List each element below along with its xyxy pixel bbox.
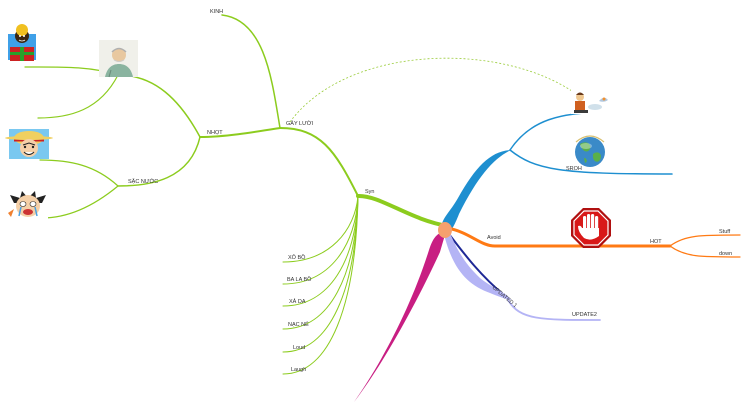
central-topic[interactable] [438,222,452,238]
label-nhot: NHỌT [207,130,223,136]
label-kinh: KINH [210,9,223,15]
branch-avoid[interactable] [445,226,672,248]
branch-gay-luoi[interactable] [279,127,359,197]
branch-kinh[interactable] [221,14,281,129]
label-down: down [719,251,732,257]
cook-icon[interactable] [571,90,611,114]
label-sroh: SROH [566,166,582,172]
label-update2: UPDATE2 [572,312,597,318]
branch-sroh[interactable] [509,149,673,175]
label-loud: Loud [293,345,305,351]
branch-nhot-top[interactable] [117,74,201,138]
branch-blue-main[interactable] [441,150,511,233]
stop-hand-icon[interactable] [571,208,611,248]
branch-laugh[interactable] [282,195,359,375]
label-nac-ne: NẠC NẺ [288,321,309,328]
branch-down[interactable] [669,245,741,258]
globe-icon[interactable] [575,135,605,167]
luffy-icon[interactable] [5,129,53,159]
branch-stuff[interactable] [669,234,741,247]
branch-nac-ne[interactable] [282,195,359,330]
branch-magenta[interactable] [354,232,446,402]
branch-old-man-leaf[interactable] [37,74,119,119]
branch-update2[interactable] [507,299,601,321]
label-gay-luoi: GÂY LƯỜI [286,120,314,127]
label-xo-bo: XÔ BỒ [288,254,306,261]
luffy-crying-icon[interactable] [8,189,48,220]
branch-luffy-leaf[interactable] [39,159,119,187]
branch-sac-nuoc[interactable] [117,136,201,187]
label-ba-la-bo: BA LA BỒ [287,276,312,283]
branch-green [24,14,450,375]
branch-syn[interactable] [356,193,450,228]
label-laugh: Laugh [291,367,306,373]
label-sac-nuoc: SẶC NƯỚC [128,178,158,185]
branch-nhot[interactable] [199,127,281,138]
relation-line [289,57,591,123]
label-avoid: Avoid [487,235,501,241]
branch-lavender [443,228,601,321]
branch-luffy-crying-leaf[interactable] [41,185,119,219]
label-syn: Syn [365,189,374,195]
label-hot: HOT [650,239,662,245]
label-stuff: Stuff [719,229,731,235]
branch-blue [441,111,673,233]
branch-ba-la-bo[interactable] [282,195,359,285]
branch-xo-bo[interactable] [282,195,359,263]
label-xa-da: XẢ DA [289,298,306,305]
branch-orange [445,226,741,258]
old-man-icon[interactable] [99,40,138,78]
label-updated1: UPDATED 1 [491,285,518,309]
branch-xa-da[interactable] [282,195,359,307]
tribal-man-icon[interactable] [8,24,36,61]
